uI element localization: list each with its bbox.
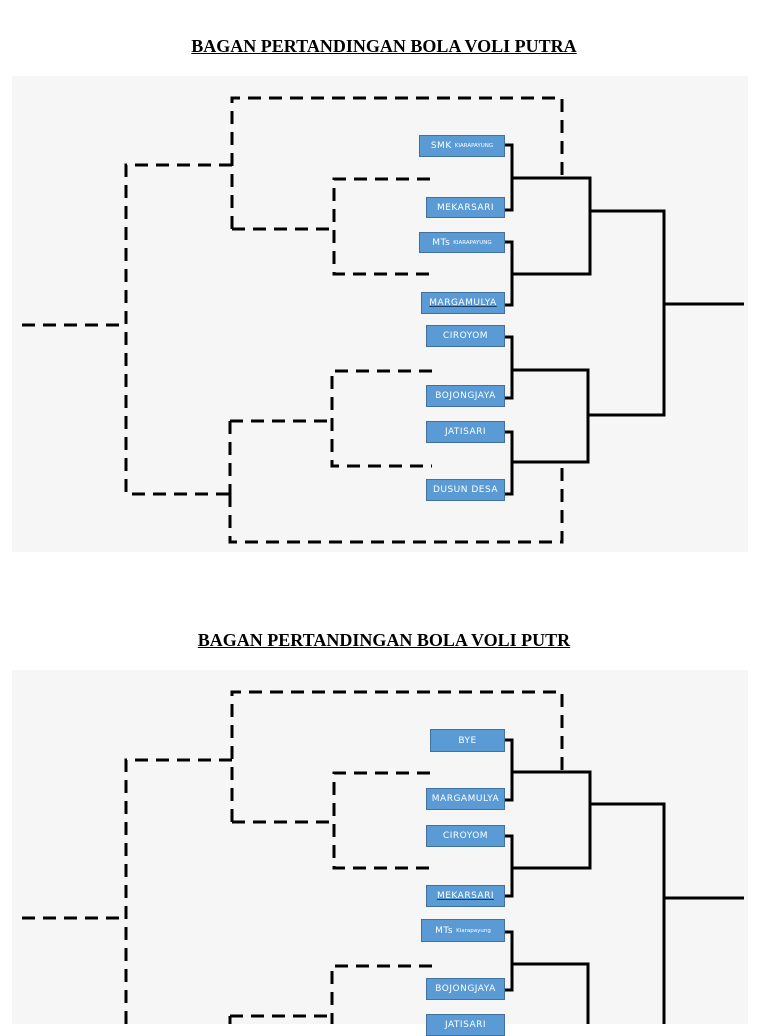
team-box: JATISARI [426, 1014, 505, 1036]
team-box: MEKARSARI [426, 197, 505, 218]
team-box: DUSUN DESA [426, 479, 505, 501]
bracket-1-panel [12, 76, 748, 552]
bracket-1-dashed-lines [22, 96, 564, 544]
team-box: JATISARI [426, 421, 505, 443]
bracket-1-solid-lines [505, 143, 744, 496]
team-box: CIROYOM [426, 325, 505, 347]
team-box: BOJONGJAYA [426, 978, 505, 1000]
bracket-1-title: BAGAN PERTANDINGAN BOLA VOLI PUTRA [191, 36, 577, 56]
bracket-2-dashed-lines [22, 690, 564, 1024]
team-box: BYE [430, 729, 505, 752]
team-box: CIROYOM [426, 825, 505, 847]
team-box: MARGAMULYA [421, 292, 505, 314]
bracket-2-title: BAGAN PERTANDINGAN BOLA VOLI PUTR [197, 630, 571, 650]
team-box: MEKARSARI [426, 885, 505, 907]
team-box: BOJONGJAYA [426, 385, 505, 407]
bracket-2-solid-lines [505, 738, 744, 1024]
team-box: MARGAMULYA [426, 788, 505, 810]
